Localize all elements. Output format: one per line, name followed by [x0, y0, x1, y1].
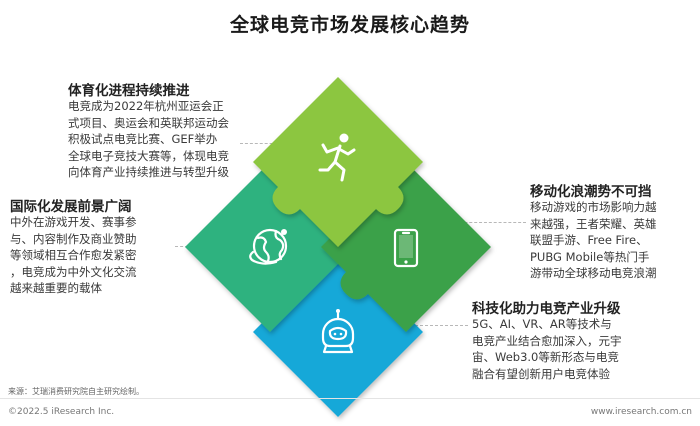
text-line: 来越强，王者荣耀、英雄 — [530, 216, 657, 231]
text-line: 游带动全球移动电竞浪潮 — [530, 266, 657, 280]
trend-heading-technology: 科技化助力电竞产业升级 — [472, 301, 621, 317]
footer-divider — [0, 398, 700, 399]
text-line: 越来越重要的载体 — [10, 281, 102, 295]
text-line: PUBG Mobile等热门手 — [530, 249, 650, 264]
text-line: 式项目、奥运会和英联邦运动会 — [68, 115, 229, 130]
text-line: 融合有望创新用户电竞体验 — [472, 366, 610, 381]
running-person-icon — [318, 133, 356, 182]
text-line: ，电竞成为中外文化交流 — [10, 264, 137, 279]
connector-line — [380, 325, 468, 326]
text-line: 向体育产业持续推进与转型升级 — [68, 165, 229, 179]
website-text: www.iresearch.com.cn — [590, 407, 692, 417]
page-title: 全球电竞市场发展核心趋势 — [229, 14, 470, 36]
text-line: 与、内容制作及商业赞助 — [10, 231, 137, 246]
source-note: 来源：艾瑞消费研究院自主研究绘制。 — [8, 387, 144, 396]
astronaut-helmet-icon — [321, 309, 355, 354]
trend-body-sports: 电竞成为2022年杭州亚运会正 式项目、奥运会和英联邦运动会 积极试点电竞比赛、… — [68, 98, 248, 181]
trend-heading-international: 国际化发展前景广阔 — [10, 199, 132, 215]
globe-icon — [249, 228, 288, 265]
copyright-text: ©2022.5 iResearch Inc. — [8, 407, 115, 417]
text-line: 全球电子竞技大赛等，体现电竞 — [68, 148, 229, 163]
text-line: 宙、Web3.0等新形态与电竞 — [472, 350, 619, 364]
connector-line — [440, 222, 526, 223]
text-line: 电竞成为2022年杭州亚运会正 — [68, 99, 224, 113]
text-line: 电竞产业结合愈加深入，元宇 — [472, 333, 622, 348]
text-line: 积极试点电竞比赛、GEF举办 — [68, 132, 218, 146]
text-line: 等领域相互合作愈发紧密 — [10, 248, 137, 262]
trend-heading-sports: 体育化进程持续推进 — [68, 83, 190, 99]
text-line: 中外在游戏开发、赛事参 — [10, 215, 137, 229]
trend-body-technology: 5G、AI、VR、AR等技术与 电竞产业结合愈加深入，元宇 宙、Web3.0等新… — [472, 316, 692, 382]
text-line: 移动游戏的市场影响力越 — [530, 200, 657, 214]
trend-body-international: 中外在游戏开发、赛事参 与、内容制作及商业赞助 等领域相互合作愈发紧密 ，电竞成… — [10, 214, 180, 297]
trend-heading-mobile: 移动化浪潮势不可挡 — [530, 184, 652, 200]
puzzle-piece-sports — [253, 77, 423, 247]
text-line: 5G、AI、VR、AR等技术与 — [472, 317, 612, 331]
smartphone-icon — [393, 228, 419, 268]
text-line: 联盟手游、Free Fire、 — [530, 233, 648, 247]
trend-body-mobile: 移动游戏的市场影响力越 来越强，王者荣耀、英雄 联盟手游、Free Fire、 … — [530, 199, 695, 282]
